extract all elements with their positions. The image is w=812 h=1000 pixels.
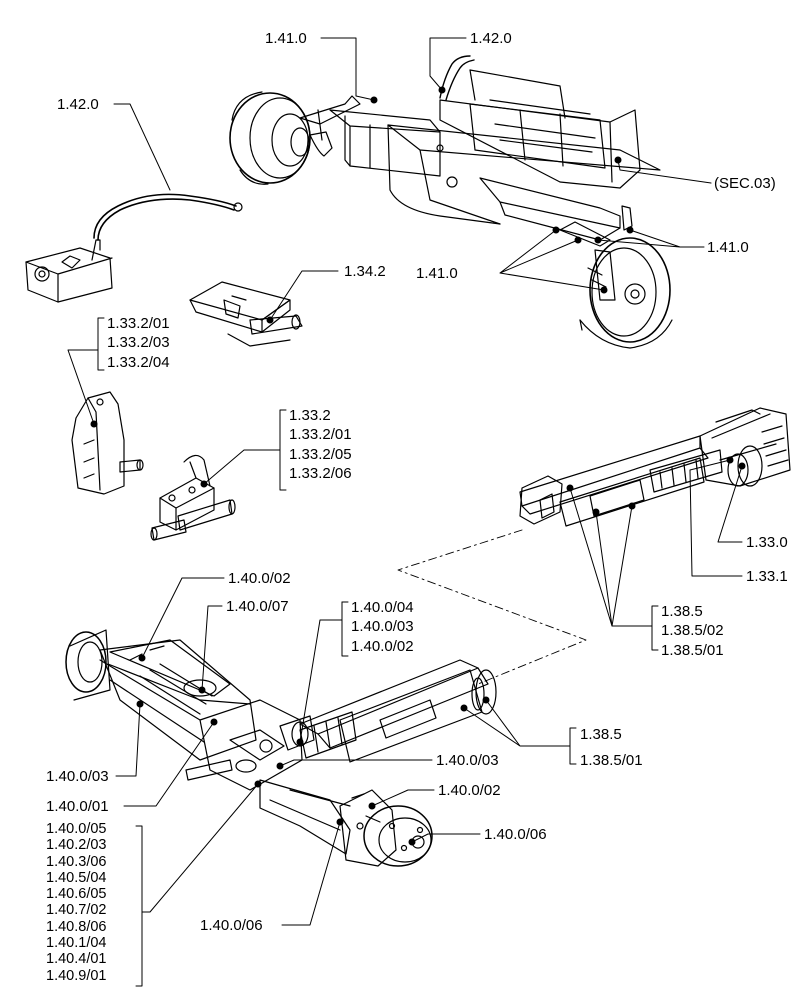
label-group-item: 1.33.2/03 xyxy=(107,334,170,352)
label-group-1-40-list: 1.40.0/05 1.40.2/03 1.40.3/06 1.40.5/04 … xyxy=(46,821,106,984)
label-1-40-0-02-top: 1.40.0/02 xyxy=(228,570,291,587)
label-group-item: 1.38.5 xyxy=(661,603,703,620)
front-axle-frame-illustration xyxy=(229,55,673,349)
label-group-item: 1.33.2 xyxy=(289,407,331,424)
label-group-1-38-5-upper: 1.38.5 1.38.5/02 1.38.5/01 xyxy=(661,602,724,660)
label-group-item: 1.40.2/03 xyxy=(46,837,107,854)
label-group-item: 1.40.0/03 xyxy=(351,618,414,636)
label-group-item: 1.38.5/01 xyxy=(661,641,724,659)
label-group-item: 1.40.0/05 xyxy=(46,821,107,837)
leader-dots xyxy=(90,86,746,846)
label-group-1-40-0-top: 1.40.0/04 1.40.0/03 1.40.0/02 xyxy=(351,598,414,656)
label-group-item: 1.40.1/04 xyxy=(46,935,107,952)
label-1-33-1: 1.33.1 xyxy=(746,568,788,585)
label-group-item: 1.40.4/01 xyxy=(46,951,107,968)
label-group-item: 1.38.5/01 xyxy=(580,752,643,769)
label-group-item: 1.33.2/01 xyxy=(107,315,170,332)
drive-shaft-transfer-illustration xyxy=(519,407,791,527)
label-group-item: 1.33.2/06 xyxy=(289,465,352,483)
label-top-1-41-0: 1.41.0 xyxy=(265,30,307,47)
label-group-item: 1.33.2/01 xyxy=(289,426,352,444)
label-mid-1-41-0: 1.41.0 xyxy=(416,265,458,282)
valve-block-illustration xyxy=(150,454,236,541)
label-group-item: 1.40.9/01 xyxy=(46,967,107,984)
label-top-1-42-0: 1.42.0 xyxy=(470,30,512,47)
label-1-40-0-03-mid: 1.40.0/03 xyxy=(436,752,499,769)
label-right-1-41-0: 1.41.0 xyxy=(707,239,749,256)
front-drive-shaft-illustration xyxy=(299,659,497,763)
label-left-1-42-0: 1.42.0 xyxy=(57,96,99,113)
label-group-1-33-2-block: 1.33.2 1.33.2/01 1.33.2/05 1.33.2/06 xyxy=(289,406,352,484)
label-1-33-0: 1.33.0 xyxy=(746,534,788,551)
label-group-item: 1.40.7/02 xyxy=(46,902,107,919)
label-sec-03: (SEC.03) xyxy=(714,175,776,192)
label-1-40-0-07: 1.40.0/07 xyxy=(226,598,289,615)
label-1-40-0-06-right: 1.40.0/06 xyxy=(484,826,547,843)
label-1-40-0-01: 1.40.0/01 xyxy=(46,798,109,815)
label-1-34-2: 1.34.2 xyxy=(344,263,386,280)
label-1-40-0-06-bottom: 1.40.0/06 xyxy=(200,917,263,934)
label-group-item: 1.38.5 xyxy=(580,726,622,743)
label-group-1-33-2-housing: 1.33.2/01 1.33.2/03 1.33.2/04 xyxy=(107,314,170,372)
label-group-item: 1.33.2/04 xyxy=(107,353,170,371)
label-group-1-38-5-lower: 1.38.5 1.38.5/01 xyxy=(580,722,643,774)
label-1-40-0-03-left: 1.40.0/03 xyxy=(46,768,109,785)
leader-lines xyxy=(67,37,743,987)
shaft-centreline xyxy=(397,529,587,685)
front-drive-axle-illustration xyxy=(65,629,433,867)
label-group-item: 1.38.5/02 xyxy=(661,622,724,640)
label-group-item: 1.40.0/04 xyxy=(351,599,414,616)
label-group-item: 1.40.5/04 xyxy=(46,869,107,886)
hydraulic-pump-illustration xyxy=(25,193,243,303)
valve-housing-illustration xyxy=(71,391,144,495)
label-group-item: 1.40.3/06 xyxy=(46,853,107,870)
label-group-item: 1.40.0/02 xyxy=(351,637,414,655)
label-group-item: 1.40.8/06 xyxy=(46,918,107,935)
label-group-item: 1.33.2/05 xyxy=(289,445,352,463)
label-group-item: 1.40.6/05 xyxy=(46,886,107,903)
label-1-40-0-02-right: 1.40.0/02 xyxy=(438,782,501,799)
bracket-assembly-illustration xyxy=(189,281,303,347)
